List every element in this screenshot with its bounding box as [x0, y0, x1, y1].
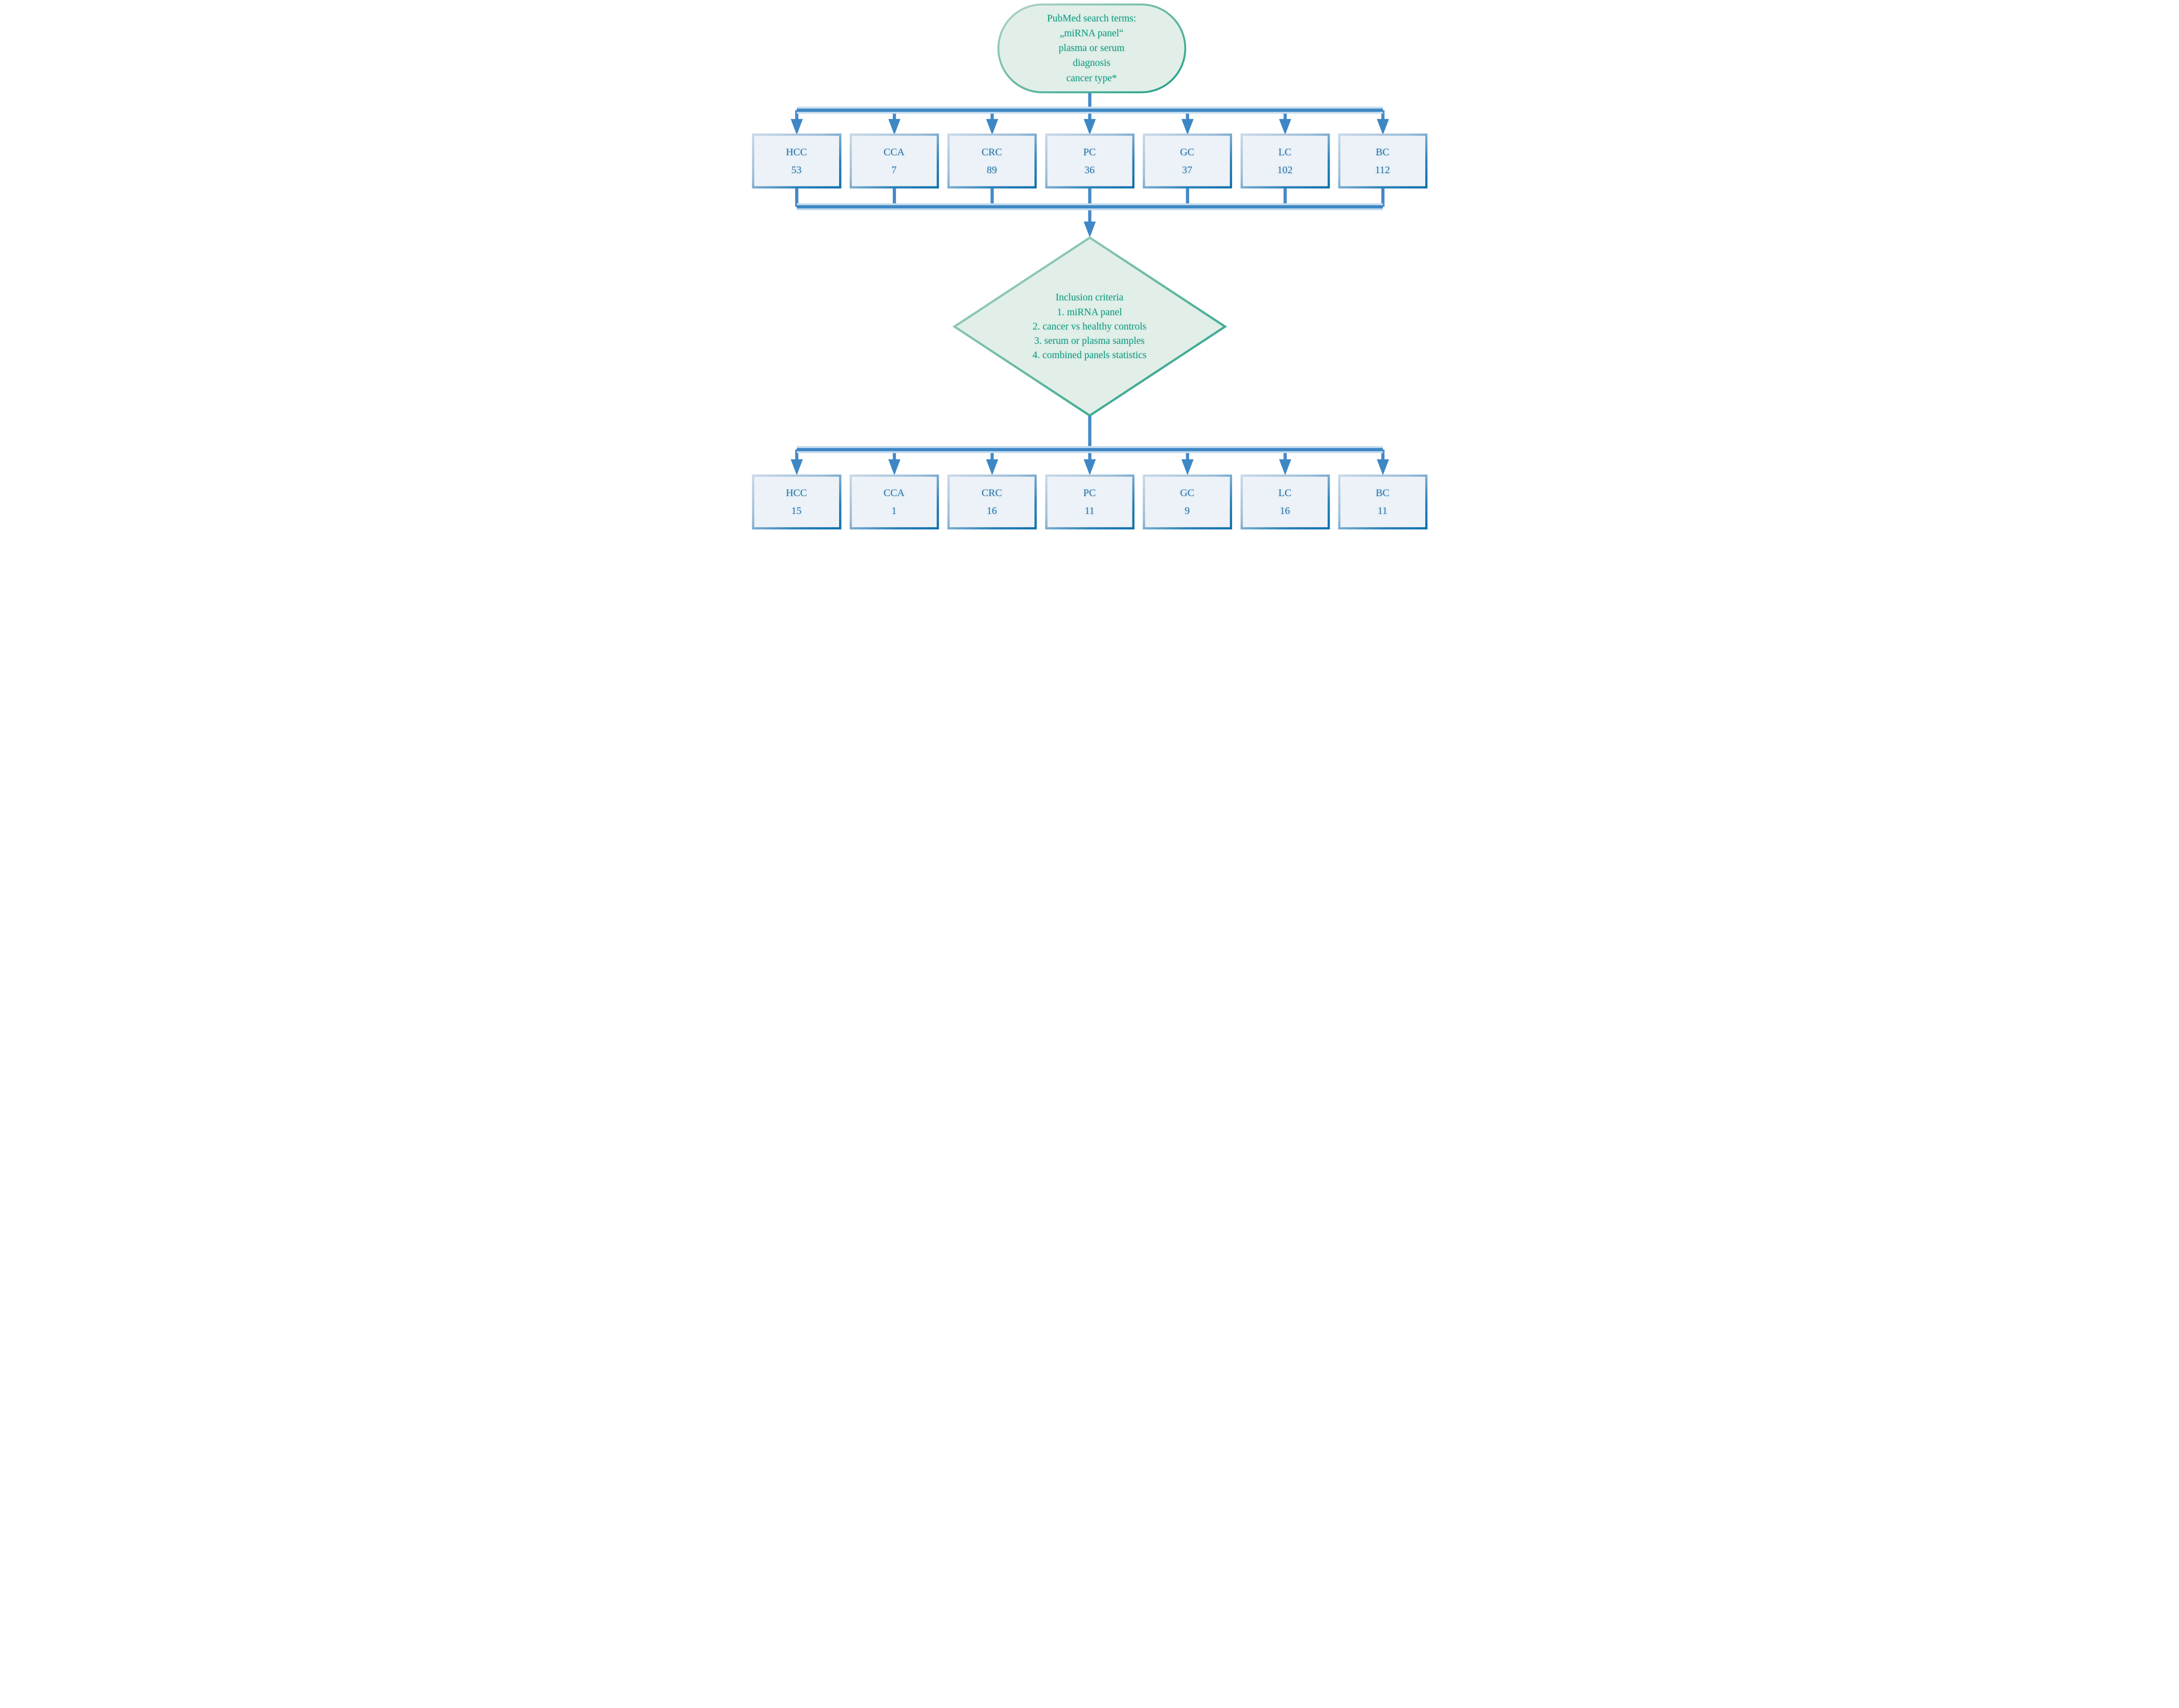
decision-node-shape	[952, 236, 1227, 417]
flowchart-canvas: PubMed search terms: „miRNA panel“ plasm…	[749, 0, 1430, 534]
search-results-box-shapes	[752, 133, 1427, 189]
start-node-shape	[997, 3, 1186, 93]
flowchart-shapes-and-connectors	[752, 3, 1427, 530]
horizontal-connectors	[796, 106, 1383, 453]
included-box-shapes	[752, 474, 1427, 530]
